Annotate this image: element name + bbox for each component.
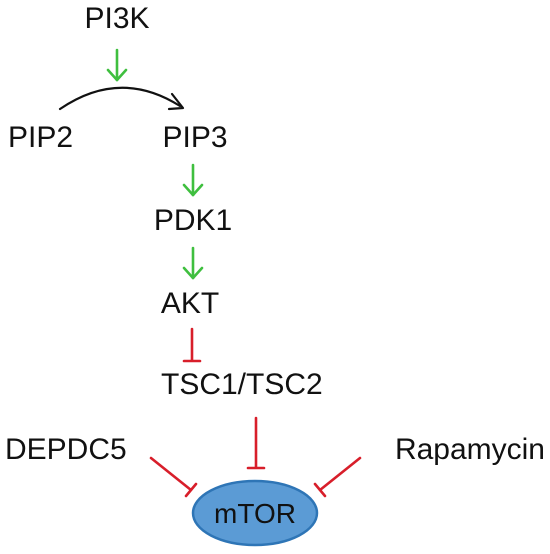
node-pi3k: PI3K: [84, 2, 149, 35]
activation-arrow-pip3-pdk1: [182, 163, 204, 197]
inhibition-arrow-depdc5-mtor: [149, 456, 198, 498]
node-depdc5: DEPDC5: [5, 433, 127, 466]
node-mtor: mTOR: [214, 498, 296, 529]
conversion-arrow-pip2-pip3: [58, 86, 185, 111]
node-tsc1-tsc2: TSC1/TSC2: [161, 368, 323, 401]
mtor-node-ellipse: [191, 479, 319, 547]
inhibition-arrow-rapamycin-mtor: [313, 456, 362, 498]
inhibition-arrow-tsc-mtor: [246, 416, 266, 470]
inhibition-arrow-akt-tsc: [182, 327, 202, 363]
activation-arrow-pi3k: [106, 48, 128, 82]
node-rapamycin: Rapamycin: [395, 433, 545, 466]
node-akt: AKT: [161, 287, 219, 320]
node-pip2: PIP2: [8, 121, 73, 154]
node-pip3: PIP3: [162, 121, 227, 154]
node-pdk1: PDK1: [154, 204, 232, 237]
activation-arrow-pdk1-akt: [182, 246, 204, 280]
